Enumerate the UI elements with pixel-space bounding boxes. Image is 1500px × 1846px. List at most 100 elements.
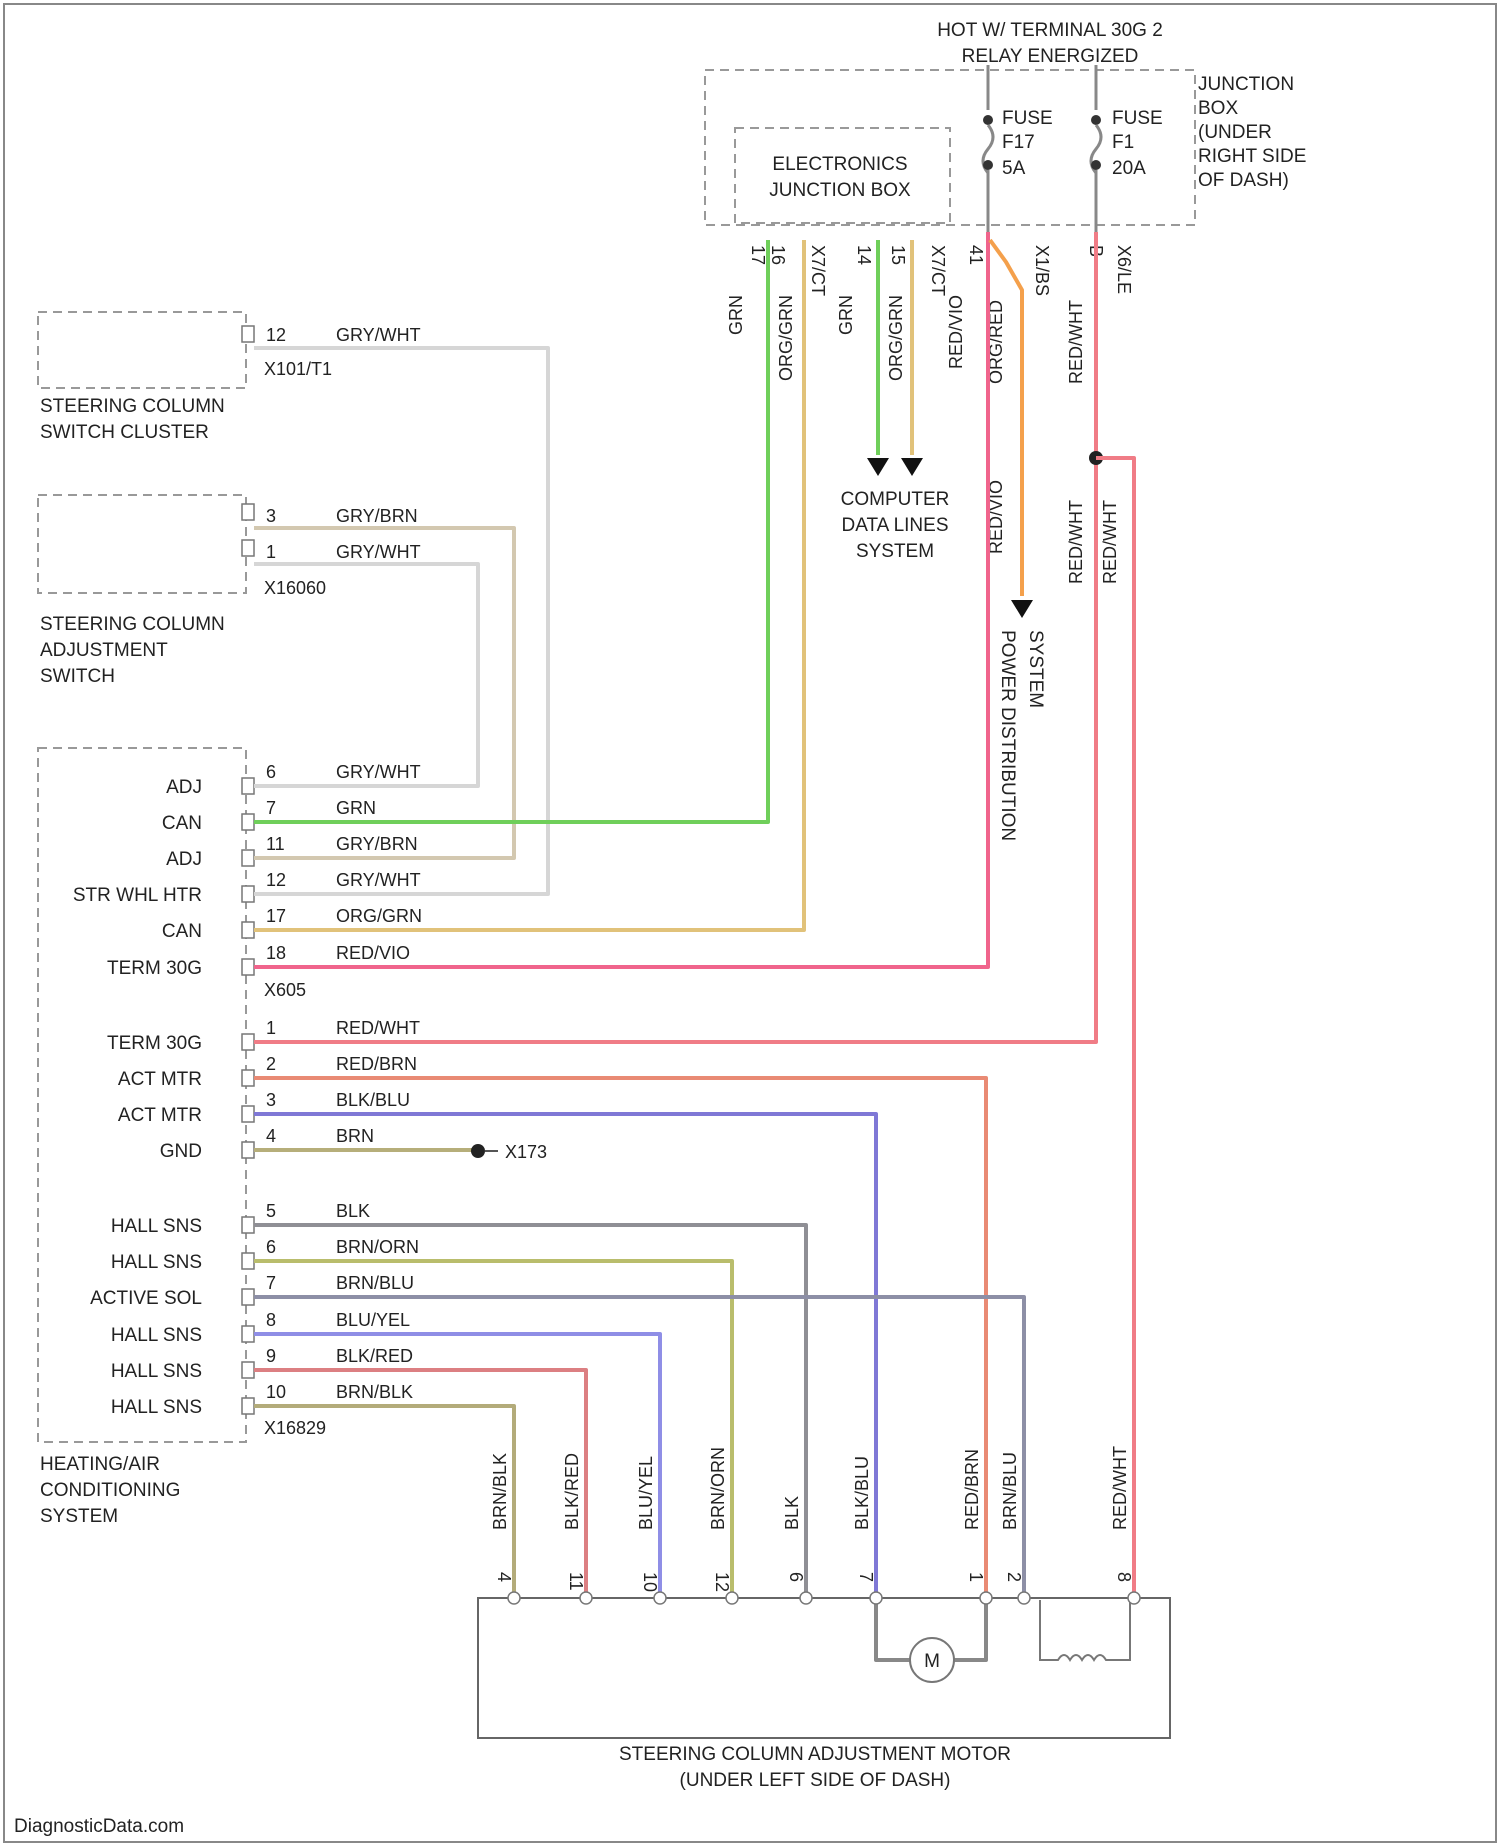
- arrow-grn-data: [867, 458, 889, 476]
- svg-text:RED/WHT: RED/WHT: [1066, 500, 1086, 584]
- motor-pin-number: 10: [640, 1572, 660, 1592]
- hvac-pin-wire: GRY/BRN: [336, 834, 418, 854]
- motor-wire-label: BLK/RED: [562, 1453, 582, 1530]
- hvac-pin-label: ACTIVE SOL: [90, 1288, 202, 1309]
- hvac-pin-number: 1: [266, 1018, 276, 1038]
- motor-wire-label: BRN/ORN: [708, 1447, 728, 1530]
- hvac-pin-label: ADJ: [166, 777, 202, 798]
- hvac-pin-wire: BLK/RED: [336, 1346, 413, 1366]
- hvac-pin-label: TERM 30G: [107, 1033, 202, 1054]
- hvac-pin-row: GND 4 BRN: [160, 1126, 374, 1162]
- motor-pin-terminal: [1128, 1592, 1140, 1604]
- hvac-pin-label: CAN: [162, 813, 202, 834]
- ssc-pin-box: [242, 326, 254, 342]
- motor-wire-label: RED/BRN: [962, 1449, 982, 1530]
- svg-text:GRN: GRN: [836, 295, 856, 335]
- svg-text:15: 15: [888, 245, 908, 265]
- wire-brn-blu-active-sol: [254, 1297, 1024, 1592]
- computer-data-lines-label: COMPUTER DATA LINES SYSTEM: [841, 489, 950, 562]
- sas-label-3: SWITCH: [40, 666, 115, 687]
- sas-wire-1: GRY/WHT: [336, 542, 421, 562]
- svg-text:14: 14: [854, 245, 874, 265]
- hvac-pin-label: HALL SNS: [111, 1361, 202, 1382]
- sas-wire-3: GRY/BRN: [336, 506, 418, 526]
- svg-text:DATA LINES: DATA LINES: [842, 515, 949, 536]
- hvac-pin-label: ACT MTR: [118, 1105, 202, 1126]
- motor-pin-number: 11: [566, 1572, 586, 1591]
- svg-text:RED/VIO: RED/VIO: [946, 295, 966, 369]
- hvac-pin-number: 4: [266, 1126, 276, 1146]
- sas-pin-1: 1: [266, 542, 276, 562]
- hvac-pin-number: 8: [266, 1310, 276, 1330]
- motor-pin-terminal: [1018, 1592, 1030, 1604]
- hvac-pin-wire: BLK/BLU: [336, 1090, 410, 1110]
- hvac-pin-row: HALL SNS5BLK: [111, 1201, 370, 1237]
- motor-pin-number: 2: [1004, 1572, 1024, 1582]
- svg-text:16: 16: [768, 245, 788, 265]
- motor-pin-terminal: [870, 1592, 882, 1604]
- ground-x173: X173: [471, 1142, 547, 1162]
- hvac-pin-wire: BRN: [336, 1126, 374, 1146]
- power-distribution-label: POWER DISTRIBUTION SYSTEM: [997, 630, 1046, 841]
- svg-text:X7/CT: X7/CT: [928, 245, 948, 296]
- sas-label-2: ADJUSTMENT: [40, 640, 168, 661]
- hvac-pin-label: HALL SNS: [111, 1325, 202, 1346]
- hvac-pin-number: 12: [266, 870, 286, 890]
- hvac-pin-number: 11: [266, 834, 285, 854]
- svg-text:JUNCTION: JUNCTION: [1198, 74, 1294, 95]
- svg-text:F17: F17: [1002, 132, 1035, 153]
- motor-pin-number: 12: [712, 1572, 732, 1592]
- svg-text:M: M: [924, 1651, 940, 1672]
- motor-pin-terminal: [654, 1592, 666, 1604]
- svg-text:ORG/GRN: ORG/GRN: [886, 295, 906, 381]
- motor-wire-label: BLU/YEL: [636, 1456, 656, 1530]
- svg-text:FUSE: FUSE: [1112, 108, 1163, 129]
- hvac-pin-rows: ADJ6GRY/WHTCAN7GRNADJ11GRY/BRNSTR WHL HT…: [73, 326, 422, 1418]
- svg-text:FUSE: FUSE: [1002, 108, 1053, 129]
- electronics-junction-box: [735, 128, 950, 223]
- svg-text:X6/LE: X6/LE: [1114, 245, 1134, 294]
- svg-text:RED/WHT: RED/WHT: [1100, 500, 1120, 584]
- hvac-pin-wire: GRY/WHT: [336, 870, 421, 890]
- hvac-pin-row: HALL SNS 9 BLK/RED: [111, 1346, 413, 1382]
- svg-text:X1/BS: X1/BS: [1032, 245, 1052, 296]
- motor-wire-label: BLK: [782, 1496, 802, 1530]
- svg-text:POWER DISTRIBUTION: POWER DISTRIBUTION: [997, 630, 1018, 841]
- hvac-pin-number: 3: [266, 1090, 276, 1110]
- svg-text:ORG/GRN: ORG/GRN: [776, 295, 796, 381]
- motor-pin-number: 7: [856, 1572, 876, 1582]
- solenoid-symbol: [1040, 1600, 1130, 1660]
- sas-label-1: STEERING COLUMN: [40, 614, 225, 635]
- hvac-pin-wire: BRN/ORN: [336, 1237, 419, 1257]
- hvac-pin-number: 9: [266, 1346, 276, 1366]
- watermark: DiagnosticData.com: [14, 1816, 184, 1837]
- svg-text:17: 17: [748, 245, 768, 265]
- svg-text:(UNDER: (UNDER: [1198, 122, 1272, 143]
- motor-pin-terminal: [580, 1592, 592, 1604]
- hvac-pin-wire: RED/WHT: [336, 1018, 420, 1038]
- hvac-pin-number: 7: [266, 798, 276, 818]
- hvac-pin-number: 2: [266, 1054, 276, 1074]
- hvac-pin-label: GND: [160, 1141, 202, 1162]
- hvac-pin-number: 17: [266, 906, 286, 926]
- hvac-pin-wire: BRN/BLU: [336, 1273, 414, 1293]
- ssc-wire: GRY/WHT: [336, 325, 421, 345]
- sas-pin-box: [242, 540, 254, 556]
- svg-text:SYSTEM: SYSTEM: [1025, 630, 1046, 708]
- hvac-pin-wire: BLK: [336, 1201, 370, 1221]
- hvac-pin-number: 6: [266, 1237, 276, 1257]
- wire-blk-red-hall: [254, 1370, 586, 1592]
- hvac-pin-wire: RED/BRN: [336, 1054, 417, 1074]
- motor-pin-number: 4: [494, 1572, 514, 1582]
- hvac-pin-number: 18: [266, 943, 286, 963]
- hvac-label-3: SYSTEM: [40, 1506, 118, 1527]
- svg-text:SYSTEM: SYSTEM: [856, 541, 934, 562]
- page-frame: [4, 4, 1496, 1842]
- motor-pin-number: 6: [786, 1572, 806, 1582]
